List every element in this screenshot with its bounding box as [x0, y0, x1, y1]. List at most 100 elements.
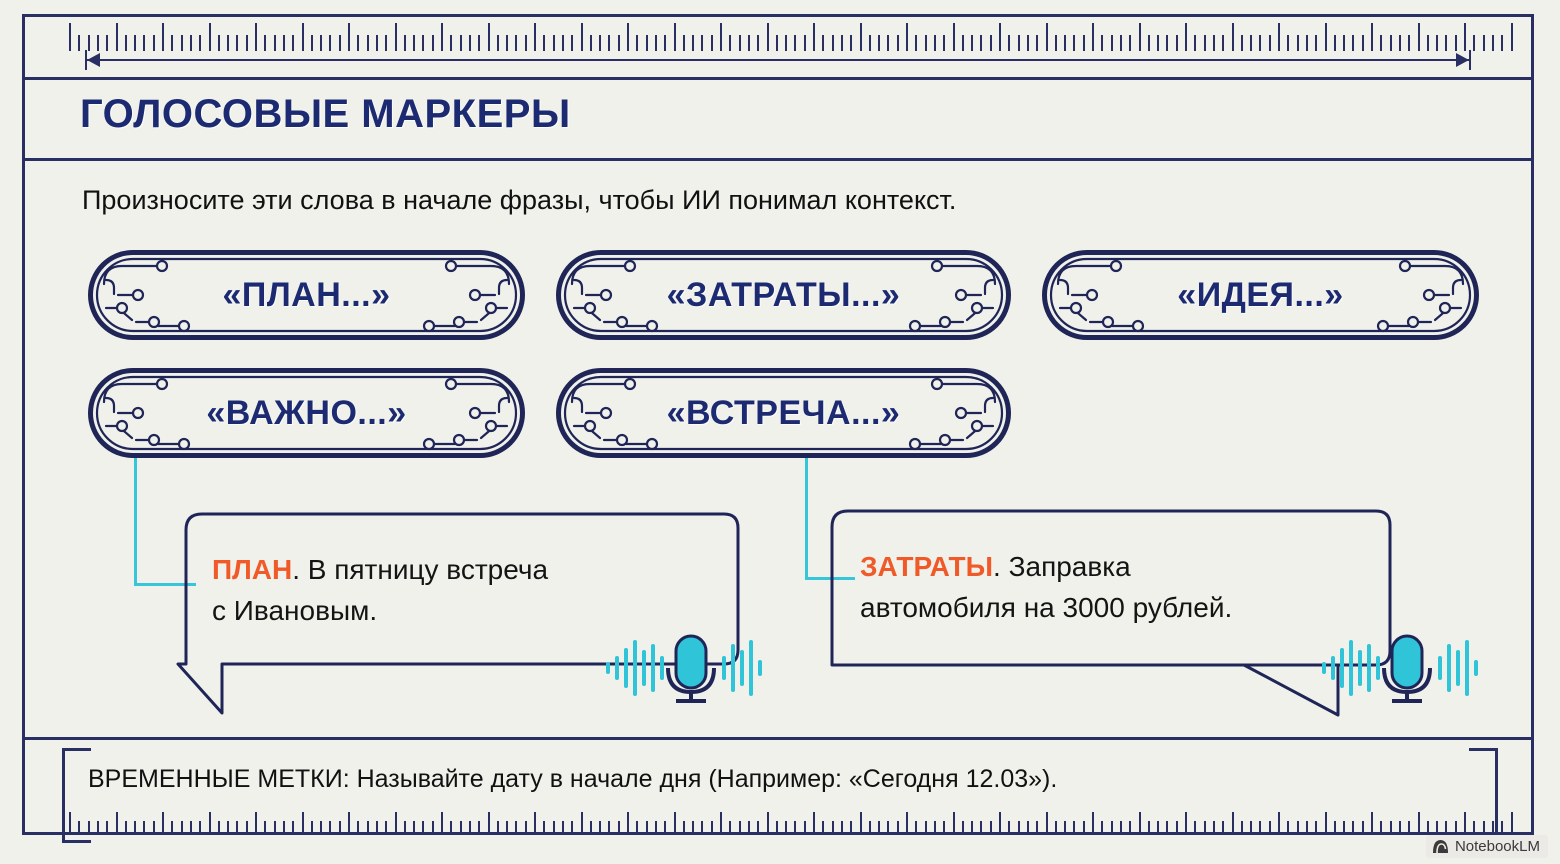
ruler-tick — [1082, 35, 1085, 51]
ruler-tick — [617, 35, 620, 51]
ruler-tick-bottom — [896, 821, 899, 834]
ruler-tick — [1436, 35, 1439, 51]
ruler-tick — [1064, 35, 1067, 51]
ruler-tick — [236, 35, 239, 51]
ruler-tick — [1045, 23, 1048, 51]
ruler-tick — [422, 35, 425, 51]
footer-bracket-bottom-left — [62, 790, 91, 843]
waveform-icon-right — [1322, 640, 1380, 696]
ruler-tick — [152, 35, 155, 51]
ruler-tick — [338, 35, 341, 51]
ruler-tick — [1454, 35, 1457, 51]
ruler-tick-bottom — [924, 821, 927, 834]
badge-ideya[interactable]: «ИДЕЯ...» — [1042, 250, 1479, 340]
ruler-tick — [171, 35, 174, 51]
ruler-tick-bottom — [1092, 812, 1094, 834]
ruler-tick-bottom — [1203, 821, 1206, 834]
ruler-tick-bottom — [887, 821, 890, 834]
ruler-tick-bottom — [162, 812, 164, 834]
frame-bottom-rail — [22, 832, 1534, 835]
ruler-tick — [1147, 35, 1150, 51]
ruler-tick-bottom — [729, 821, 732, 834]
ruler-tick-bottom — [394, 812, 397, 834]
ruler-tick — [645, 35, 648, 51]
ruler-tick-bottom — [803, 821, 806, 834]
ruler-tick-bottom — [1250, 821, 1253, 834]
ruler-tick-bottom — [766, 812, 769, 834]
ruler-tick-bottom — [524, 821, 527, 834]
microphone-icon-right[interactable] — [1320, 630, 1480, 711]
ruler-tick-bottom — [199, 821, 202, 834]
ruler-tick-bottom — [348, 812, 350, 834]
ruler-tick-bottom — [961, 821, 964, 834]
ruler-tick — [1259, 35, 1262, 51]
ruler-tick-bottom — [868, 821, 871, 834]
ruler-tick-bottom — [506, 821, 509, 834]
measure-arrow-head-right — [1456, 53, 1469, 67]
ruler-tick — [487, 23, 490, 51]
ruler-tick-bottom — [1343, 821, 1346, 834]
ruler-tick-bottom — [831, 821, 834, 834]
ruler-tick-bottom — [171, 821, 174, 834]
badge-vazhno[interactable]: «ВАЖНО...» — [88, 368, 525, 458]
ruler-tick — [747, 35, 750, 51]
ruler-tick — [115, 23, 118, 51]
ruler-tick — [1445, 35, 1448, 51]
ruler-tick-bottom — [543, 821, 546, 834]
ruler-tick — [431, 35, 434, 51]
ruler-tick — [831, 35, 834, 51]
ruler-tick-bottom — [413, 821, 416, 834]
ruler-tick-bottom — [487, 812, 490, 834]
ruler-tick — [208, 23, 211, 51]
ruler-tick-bottom — [1175, 821, 1178, 834]
ruler-tick — [78, 35, 81, 51]
badge-pill-shape — [556, 250, 1011, 340]
ruler-tick-bottom — [1082, 821, 1085, 834]
ruler-tick-bottom — [124, 821, 127, 834]
ruler-tick — [720, 23, 722, 51]
ruler-tick-bottom — [720, 812, 722, 834]
ruler-tick — [1212, 35, 1215, 51]
ruler-tick-bottom — [1268, 821, 1271, 834]
ruler-tick — [1166, 35, 1169, 51]
ruler-tick — [1333, 35, 1336, 51]
ruler-tick — [766, 23, 769, 51]
ruler-tick-bottom — [180, 821, 183, 834]
ruler-tick — [124, 35, 127, 51]
ruler-tick — [896, 35, 899, 51]
plan-line2: с Ивановым. — [212, 594, 378, 626]
outer-frame — [22, 14, 1534, 834]
ruler-tick — [1129, 35, 1132, 51]
ruler-tick-bottom — [1315, 821, 1318, 834]
ruler-tick — [385, 35, 388, 51]
ruler-tick — [468, 35, 471, 51]
ruler-tick — [329, 35, 332, 51]
badge-zatraty[interactable]: «ЗАТРАТЫ...» — [556, 250, 1011, 340]
ruler-tick — [1194, 35, 1197, 51]
ruler-tick-bottom — [1371, 812, 1373, 834]
badge-zatraty-label: «ЗАТРАТЫ...» — [666, 275, 901, 314]
connector-vertical-left — [134, 458, 137, 586]
ruler-tick — [1026, 35, 1029, 51]
ruler-tick — [608, 35, 611, 51]
badge-vstrecha[interactable]: «ВСТРЕЧА...» — [556, 368, 1011, 458]
ruler-tick-bottom — [1017, 821, 1020, 834]
ruler-tick — [357, 35, 360, 51]
ruler-tick-bottom — [1185, 812, 1187, 834]
measure-arrow-cap-right — [1469, 50, 1471, 70]
ruler-tick-bottom — [338, 821, 341, 834]
ruler-tick — [1464, 23, 1466, 51]
ruler-tick-bottom — [217, 821, 220, 834]
ruler-tick — [1352, 35, 1355, 51]
badge-plan[interactable]: «ПЛАН...» — [88, 250, 525, 340]
ruler-tick — [1417, 23, 1420, 51]
ruler-tick — [1110, 35, 1113, 51]
ruler-tick-bottom — [468, 821, 471, 834]
ruler-tick-bottom — [747, 821, 750, 834]
ruler-tick-bottom — [1445, 821, 1448, 834]
ruler-tick-bottom — [906, 812, 908, 834]
microphone-icon-left[interactable] — [604, 630, 764, 711]
connector-vertical-right — [805, 458, 808, 580]
ruler-tick-bottom — [87, 821, 90, 834]
